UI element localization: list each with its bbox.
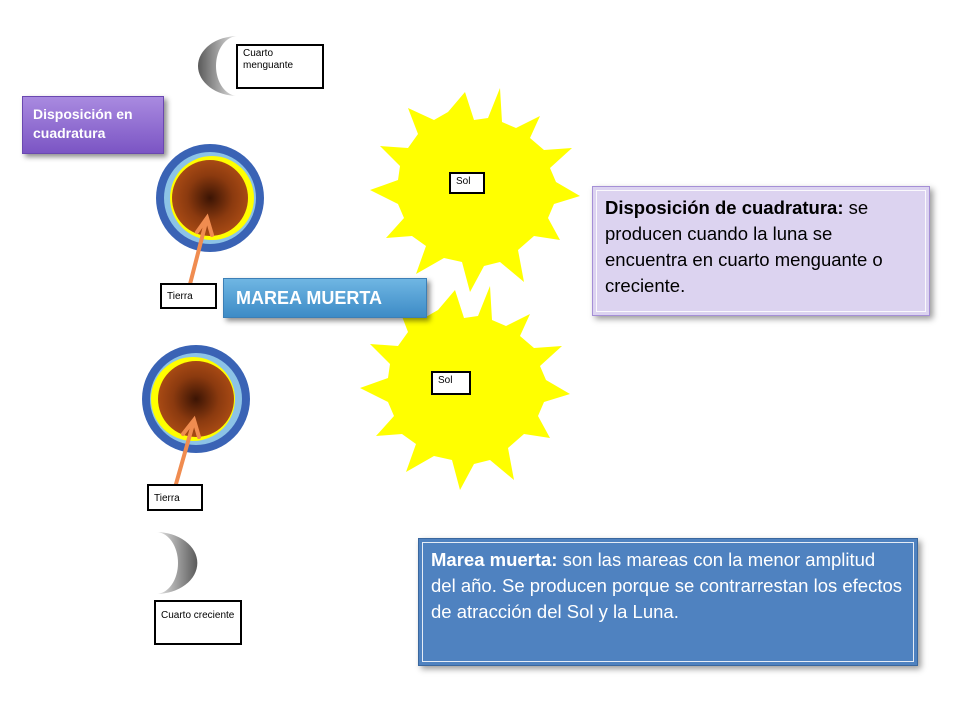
label-sol-bottom-text: Sol bbox=[438, 375, 453, 386]
info-marea-term: Marea muerta: bbox=[431, 549, 558, 570]
earth-bottom-icon bbox=[142, 345, 250, 453]
label-tierra-bottom: Tierra bbox=[147, 484, 203, 511]
label-tierra-top: Tierra bbox=[160, 283, 217, 309]
label-cuarto-creciente-text: Cuarto creciente bbox=[161, 610, 235, 621]
arrow-tierra-bottom-icon bbox=[174, 415, 201, 486]
info-cuadratura-term: Disposición de cuadratura: bbox=[605, 197, 844, 218]
info-marea-box: Marea muerta: son las mareas con la meno… bbox=[418, 538, 918, 666]
earth-top-icon bbox=[156, 144, 264, 252]
arrow-tierra-top-icon bbox=[186, 213, 214, 294]
label-tierra-bottom-text: Tierra bbox=[154, 493, 180, 504]
label-cuarto-creciente: Cuarto creciente bbox=[154, 600, 242, 645]
moon-menguante-icon bbox=[198, 36, 238, 96]
marea-muerta-tag: MAREA MUERTA bbox=[223, 278, 427, 318]
info-cuadratura-box: Disposición de cuadratura: se producen c… bbox=[592, 186, 930, 316]
label-cuarto-menguante: Cuarto menguante bbox=[236, 44, 324, 89]
label-tierra-top-text: Tierra bbox=[167, 291, 193, 302]
disposicion-tag-text: Disposición en cuadratura bbox=[33, 106, 133, 141]
info-marea-text: son las mareas con la menor amplitud del… bbox=[431, 549, 903, 622]
label-sol-top-text: Sol bbox=[456, 176, 471, 187]
marea-muerta-tag-text: MAREA MUERTA bbox=[236, 288, 382, 308]
label-sol-top: Sol bbox=[449, 172, 485, 194]
moon-creciente-icon bbox=[156, 532, 198, 594]
label-sol-bottom: Sol bbox=[431, 371, 471, 395]
label-cuarto-menguante-text: Cuarto menguante bbox=[243, 48, 294, 71]
info-cuadratura-text: se producen cuando la luna se encuentra … bbox=[605, 197, 883, 296]
disposicion-tag: Disposición en cuadratura bbox=[22, 96, 164, 154]
